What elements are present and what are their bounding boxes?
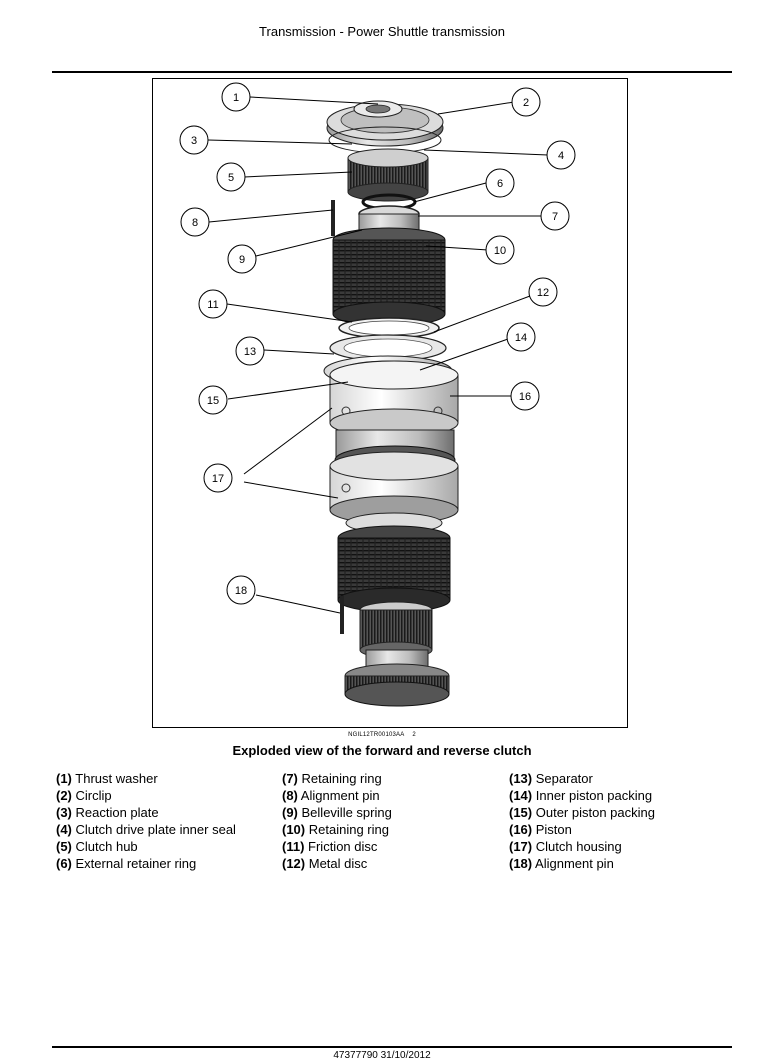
callout-9: 9 (227, 244, 257, 274)
callout-15: 15 (198, 385, 228, 415)
legend-item: (7) Retaining ring (282, 771, 382, 786)
alignment-pin-upper (331, 200, 335, 236)
legend-item: (15) Outer piston packing (509, 805, 655, 820)
figure-caption: Exploded view of the forward and reverse… (232, 743, 532, 758)
legend-item: (11) Friction disc (282, 839, 378, 854)
svg-text:13: 13 (244, 346, 256, 358)
svg-text:5: 5 (228, 172, 234, 184)
legend-item: (18) Alignment pin (509, 856, 614, 871)
legend-item: (14) Inner piston packing (509, 788, 653, 803)
svg-text:17: 17 (212, 473, 224, 485)
callout-16: 16 (510, 381, 540, 411)
legend-item: (2) Circlip (56, 788, 112, 803)
figure-code: NGIL12TR00103AA (348, 732, 405, 738)
svg-text:16: 16 (519, 391, 531, 403)
figure-identifier: NGIL12TR00103AA 2 (0, 732, 764, 738)
legend-item: (3) Reaction plate (56, 805, 159, 820)
svg-text:8: 8 (192, 217, 198, 229)
callout-18: 18 (226, 575, 256, 605)
reaction-plate-part (326, 100, 444, 154)
footer-doc-number: 47377790 31/10/2012 (333, 1050, 431, 1061)
svg-text:12: 12 (537, 287, 549, 299)
callout-circles: 1 2 3 4 5 6 7 8 9 10 11 12 13 14 15 16 1… (179, 82, 576, 605)
legend-column-3: (13) Separator (14) Inner piston packing… (509, 770, 655, 872)
legend-item: (1) Thrust washer (56, 771, 158, 786)
svg-text:2: 2 (523, 97, 529, 109)
callout-10: 10 (485, 235, 515, 265)
svg-text:7: 7 (552, 211, 558, 223)
callout-2: 2 (511, 87, 541, 117)
upper-clutch-pack (332, 227, 446, 339)
legend-item: (8) Alignment pin (282, 788, 380, 803)
callout-8: 8 (180, 207, 210, 237)
svg-text:18: 18 (235, 585, 247, 597)
svg-text:14: 14 (515, 332, 527, 344)
header-divider (52, 71, 732, 73)
callout-leader-lines (207, 96, 549, 614)
callout-13: 13 (235, 336, 265, 366)
clutch-housing-part (329, 360, 459, 525)
legend-item: (10) Retaining ring (282, 822, 389, 837)
lower-hub-gear (344, 601, 450, 707)
callout-3: 3 (179, 125, 209, 155)
legend-item: (5) Clutch hub (56, 839, 138, 854)
callout-6: 6 (485, 168, 515, 198)
callout-12: 12 (528, 277, 558, 307)
page-header-title: Transmission - Power Shuttle transmissio… (259, 24, 505, 39)
exploded-view-illustration: 1 2 3 4 5 6 7 8 9 10 11 12 13 14 15 16 1… (179, 82, 576, 707)
svg-text:3: 3 (191, 135, 197, 147)
figure-number: 2 (412, 732, 416, 738)
svg-text:6: 6 (497, 178, 503, 190)
legend-item: (16) Piston (509, 822, 572, 837)
callout-5: 5 (216, 162, 246, 192)
svg-text:4: 4 (558, 150, 564, 162)
svg-text:9: 9 (239, 254, 245, 266)
callout-17: 17 (203, 463, 233, 493)
legend-column-1: (1) Thrust washer (2) Circlip (3) Reacti… (56, 770, 236, 872)
clutch-hub-part (347, 148, 429, 202)
callout-1: 1 (221, 82, 251, 112)
legend-item: (17) Clutch housing (509, 839, 622, 854)
footer-divider (52, 1046, 732, 1048)
legend-item: (13) Separator (509, 771, 593, 786)
legend-column-2: (7) Retaining ring (8) Alignment pin (9)… (282, 770, 392, 872)
svg-text:10: 10 (494, 245, 506, 257)
figure-frame (152, 78, 628, 728)
legend-item: (12) Metal disc (282, 856, 368, 871)
callout-7: 7 (540, 201, 570, 231)
svg-text:15: 15 (207, 395, 219, 407)
svg-text:1: 1 (233, 92, 239, 104)
alignment-pin-lower (340, 596, 344, 634)
legend-item: (9) Belleville spring (282, 805, 392, 820)
separator-part (329, 334, 447, 362)
svg-text:11: 11 (207, 299, 218, 311)
callout-11: 11 (198, 289, 228, 319)
legend-item: (4) Clutch drive plate inner seal (56, 822, 236, 837)
lower-clutch-pack (337, 512, 451, 613)
callout-4: 4 (546, 140, 576, 170)
callout-14: 14 (506, 322, 536, 352)
legend-item: (6) External retainer ring (56, 856, 197, 871)
